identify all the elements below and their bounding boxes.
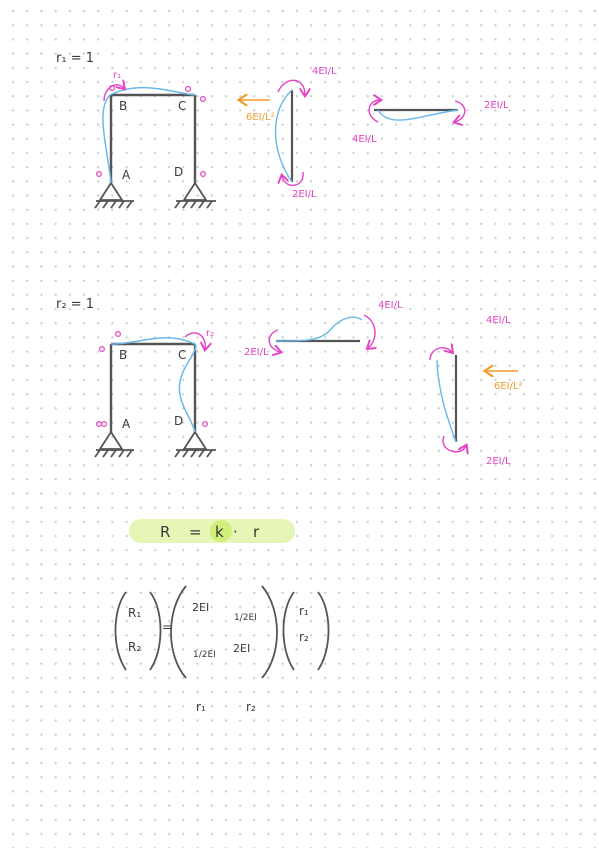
case1-deflected-shape [102, 86, 196, 184]
case1-column-top-moment-arrow [277, 79, 305, 95]
case1-section: r₁ = 1 B C A D [56, 51, 509, 209]
case1-beam-right-moment: 2EI/L [484, 100, 509, 111]
case1-node-c: C [178, 99, 186, 113]
equation-r: r [253, 523, 260, 541]
case2-section: r₂ = 1 B C A D [56, 297, 523, 467]
case2-column-top-moment-arrow [429, 348, 452, 361]
matrix-rr2: r₂ [299, 630, 309, 644]
case2-node-c: C [178, 348, 186, 362]
case2-col-top-moment: 4EI/L [486, 315, 511, 326]
case2-support-a [94, 430, 134, 458]
case2-beam-left-moment-arrow [268, 329, 280, 352]
case2-title: r₂ = 1 [56, 297, 94, 312]
case2-column-bottom-moment-arrow [442, 435, 466, 452]
case1-title: r₁ = 1 [56, 51, 94, 66]
case1-frame [109, 93, 197, 183]
case1-beam-left-moment-arrow [368, 100, 380, 123]
case1-node-d: D [174, 165, 183, 179]
case1-support-a [94, 181, 134, 209]
case1-joint-markers [95, 84, 207, 178]
case2-node-b: B [119, 348, 127, 362]
equation-line: R = k · r [160, 523, 260, 541]
case2-rotation-arrow [184, 332, 205, 349]
matrix-r1: R₁ [128, 606, 141, 620]
case1-support-d [174, 181, 216, 209]
case2-deflected-shape [110, 337, 197, 433]
case1-col-bottom-moment: 2EI/L [292, 189, 317, 200]
case2-support-d [174, 430, 216, 458]
matrix-k11: 2EI [192, 601, 209, 614]
k-highlight [210, 520, 232, 542]
matrix-k12: 1/2EI [234, 613, 257, 623]
case2-beam-deflection [275, 316, 363, 342]
column-label-r1: r₁ [196, 700, 206, 714]
case1-beam-left-moment: 4EI/L [352, 134, 377, 145]
matrix-k21: 1/2EI [193, 650, 216, 660]
case2-beam-left-moment: 2EI/L [244, 347, 269, 358]
case2-node-a: A [122, 417, 131, 431]
case1-col-shear: 6EI/L² [246, 112, 275, 123]
case1-beam-right-moment-arrow [455, 100, 466, 122]
case2-column-deflection [436, 359, 457, 443]
case2-joint-markers [95, 331, 209, 428]
matrix-k22: 2EI [233, 642, 250, 655]
column-label-r2: r₂ [246, 700, 256, 714]
case2-beam-right-moment: 4EI/L [378, 300, 403, 311]
case1-beam-deflection [377, 109, 459, 121]
equation-equals: = [189, 523, 202, 541]
case1-column-deflection [274, 89, 293, 183]
equation-k: k [215, 523, 224, 541]
case2-col-shear: 6EI/L² [494, 381, 523, 392]
matrix-r2: R₂ [128, 640, 141, 654]
case2-col-bottom-moment: 2EI/L [486, 456, 511, 467]
case1-column-bottom-moment-arrow [282, 171, 304, 186]
case2-frame [109, 342, 197, 432]
equation-dot: · [233, 523, 238, 541]
matrix-equals: = [162, 620, 172, 634]
matrix-rr1: r₁ [299, 604, 309, 618]
case1-col-top-moment: 4EI/L [312, 66, 337, 77]
matrix-equation: R₁ R₂ = 2EI 1/2EI 1/2EI 2EI r₁ r₂ [114, 585, 330, 679]
case1-node-a: A [122, 168, 131, 182]
case2-beam-right-moment-arrow [363, 314, 375, 348]
case1-node-b: B [119, 99, 127, 113]
case1-rotation-label: r₁ [113, 70, 121, 81]
case2-rotation-label: r₂ [206, 328, 214, 339]
case2-node-d: D [174, 414, 183, 428]
equation-lhs: R [160, 523, 170, 541]
case1-rotation-arrow [103, 85, 124, 102]
